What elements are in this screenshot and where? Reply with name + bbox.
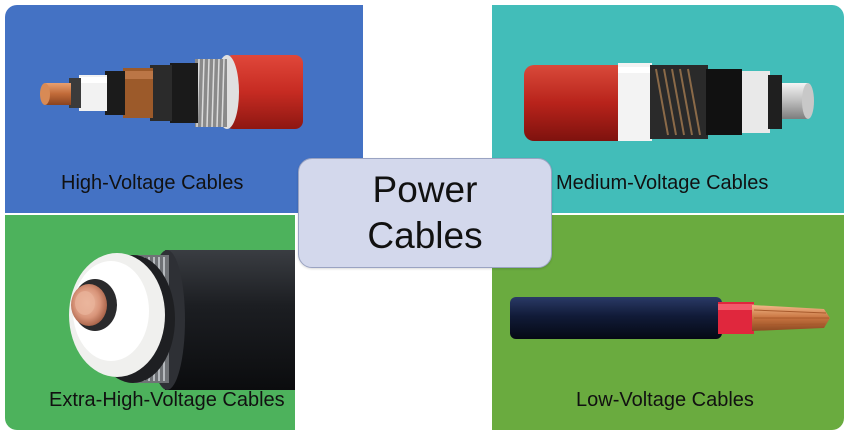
medium-voltage-cable-image [524, 63, 814, 141]
high-voltage-label: High-Voltage Cables [61, 172, 244, 194]
extra-high-voltage-label: Extra-High-Voltage Cables [49, 389, 285, 411]
medium-voltage-label: Medium-Voltage Cables [556, 172, 769, 194]
panel-high-voltage: High-Voltage Cables [5, 5, 363, 213]
power-cables-title-box: Power Cables [298, 158, 552, 268]
title-line-2: Cables [367, 215, 483, 256]
low-voltage-label: Low-Voltage Cables [576, 389, 754, 411]
panel-extra-high-voltage: Extra-High-Voltage Cables [5, 215, 295, 430]
panel-medium-voltage: Medium-Voltage Cables [492, 5, 844, 213]
low-voltage-cable-image [510, 297, 830, 339]
title-line-1: Power [372, 169, 478, 210]
extra-high-voltage-cable-image [69, 250, 295, 390]
high-voltage-cable-image [40, 55, 303, 129]
